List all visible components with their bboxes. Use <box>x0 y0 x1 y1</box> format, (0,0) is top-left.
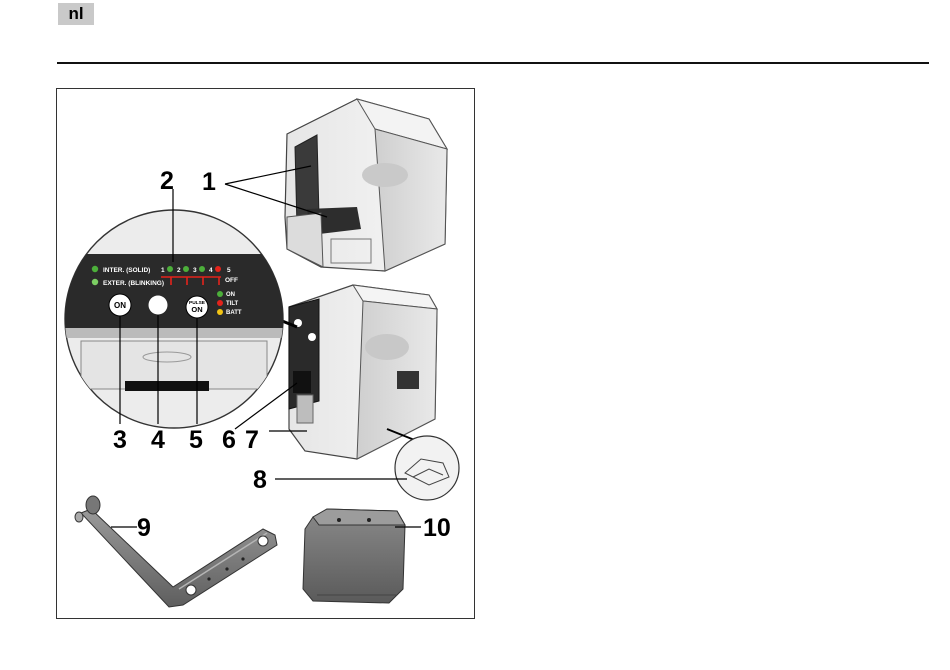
callout-8: 8 <box>253 466 267 494</box>
mode-number-2: 2 <box>177 267 181 274</box>
callout-10: 10 <box>423 514 451 542</box>
status-batt-led <box>217 309 223 315</box>
mode-led-2 <box>183 266 189 272</box>
mode-number-4: 4 <box>209 267 213 274</box>
callout-1: 1 <box>202 168 216 196</box>
exter-label: EXTER. (BLINKING) <box>103 280 164 287</box>
language-tab: nl <box>58 3 94 25</box>
callout-9: 9 <box>137 514 151 542</box>
mode-led-4 <box>215 266 221 272</box>
callout-4: 4 <box>151 426 165 454</box>
laser-unit-upper <box>285 99 447 271</box>
callout-7: 7 <box>245 426 259 454</box>
inter-led <box>92 266 98 272</box>
mode-led-1 <box>167 266 173 272</box>
mode-number-5: 5 <box>227 267 231 274</box>
status-batt-label: BATT <box>226 310 242 316</box>
pulse-on-label: ON <box>191 305 202 314</box>
device-illustration: INTER. (SOLID) EXTER. (BLINKING) 1 2 3 4… <box>57 89 475 619</box>
callout-3: 3 <box>113 426 127 454</box>
control-panel <box>57 254 297 328</box>
status-on-led <box>217 291 223 297</box>
status-tilt-label: TILT <box>226 301 239 307</box>
status-tilt-led <box>217 300 223 306</box>
blank-button[interactable] <box>149 296 168 315</box>
header-rule <box>57 62 929 64</box>
detail-zoom-8 <box>395 436 459 500</box>
device-figure: INTER. (SOLID) EXTER. (BLINKING) 1 2 3 4… <box>56 88 475 619</box>
callout-5: 5 <box>189 426 203 454</box>
status-on-label: ON <box>226 292 235 298</box>
laser-unit-lower <box>289 285 437 459</box>
callout-6: 6 <box>222 426 236 454</box>
mode-number-3: 3 <box>193 267 197 274</box>
inter-label: INTER. (SOLID) <box>103 267 150 274</box>
exter-led <box>92 279 98 285</box>
mode-led-3 <box>199 266 205 272</box>
accessory-box <box>303 509 405 603</box>
wall-bracket <box>75 496 277 607</box>
callout-2: 2 <box>160 167 174 195</box>
on-button-label: ON <box>114 301 126 310</box>
off-label: OFF <box>225 277 238 284</box>
control-panel-zoom: INTER. (SOLID) EXTER. (BLINKING) 1 2 3 4… <box>57 210 297 428</box>
mode-number-1: 1 <box>161 267 165 274</box>
